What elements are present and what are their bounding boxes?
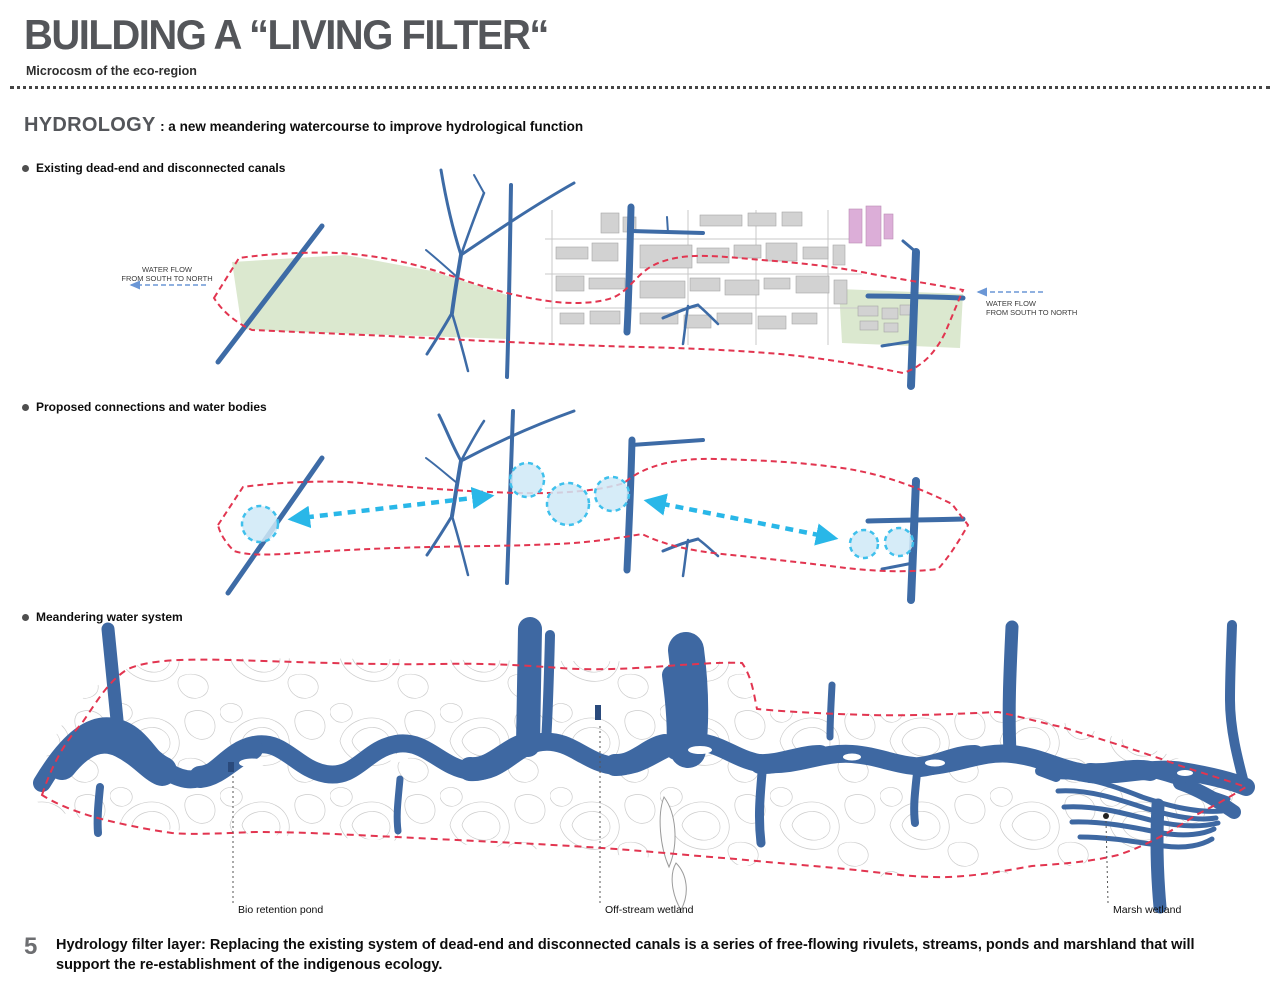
bio-retention-pond-label: Bio retention pond: [238, 904, 323, 916]
off-stream-wetland-label: Off-stream wetland: [605, 904, 694, 916]
water-flow-label: FROM SOUTH TO NORTH: [121, 274, 212, 283]
figure-label-text: Proposed connections and water bodies: [36, 400, 267, 414]
bullet-icon: [22, 613, 29, 621]
bullet-icon: [22, 403, 29, 411]
buildings-gray: [555, 211, 913, 333]
diagram-meandering-system: Bio retention pond Off-stream wetland Ma…: [33, 617, 1255, 916]
section-subtitle: : a new meandering watercourse to improv…: [160, 119, 584, 134]
site-boundary: [212, 251, 965, 375]
diagram-existing-canals: WATER FLOW FROM SOUTH TO NORTH WATER FLO…: [121, 168, 1077, 390]
water-flow-label: WATER FLOW: [986, 299, 1037, 308]
water-flow-left: WATER FLOW FROM SOUTH TO NORTH: [121, 265, 213, 290]
figure-caption: Hydrology filter layer: Replacing the ex…: [56, 937, 1195, 973]
water-flow-label: FROM SOUTH TO NORTH: [986, 308, 1077, 317]
connection-arrows: [287, 486, 839, 546]
figure-label-text: Meandering water system: [36, 610, 183, 624]
proposed-water-bodies: [240, 461, 915, 560]
river-islands: [239, 746, 1193, 776]
page-number: 5: [24, 933, 38, 960]
section-title: HYDROLOGY: [24, 114, 156, 136]
figure-label-existing-canals: Existing dead-end and disconnected canal…: [22, 161, 285, 175]
diagram-proposed-connections: [216, 409, 970, 604]
connection-arrow-icon: [643, 493, 839, 546]
figure-label-proposed-connections: Proposed connections and water bodies: [22, 400, 267, 414]
page-subtitle: Microcosm of the eco-region: [26, 64, 197, 78]
section-heading: HYDROLOGY : a new meandering watercourse…: [24, 114, 583, 137]
dotted-divider: [10, 86, 1270, 89]
marsh-wetland-label: Marsh wetland: [1113, 904, 1181, 916]
green-areas: [232, 255, 963, 348]
connection-arrow-icon: [287, 486, 495, 529]
figure-label-meandering-system: Meandering water system: [22, 610, 183, 624]
canal-network: [215, 168, 966, 390]
water-flow-right: WATER FLOW FROM SOUTH TO NORTH: [976, 287, 1077, 317]
page-title: BUILDING A “LIVING FILTER“: [24, 12, 549, 59]
buildings-pink: [848, 205, 894, 247]
marsh-channels: [1049, 766, 1231, 850]
canal-network: [225, 409, 966, 604]
figure-label-text: Existing dead-end and disconnected canal…: [36, 161, 286, 175]
bullet-icon: [22, 164, 29, 172]
bio-retention-pond-marker: [228, 762, 234, 772]
off-stream-islands: [659, 795, 687, 912]
water-flow-label: WATER FLOW: [142, 265, 193, 274]
feature-leaders: [232, 723, 1109, 904]
off-stream-wetland-marker: [595, 705, 601, 720]
marsh-wetland-marker: [1103, 813, 1109, 819]
meandering-water: [33, 617, 1255, 914]
